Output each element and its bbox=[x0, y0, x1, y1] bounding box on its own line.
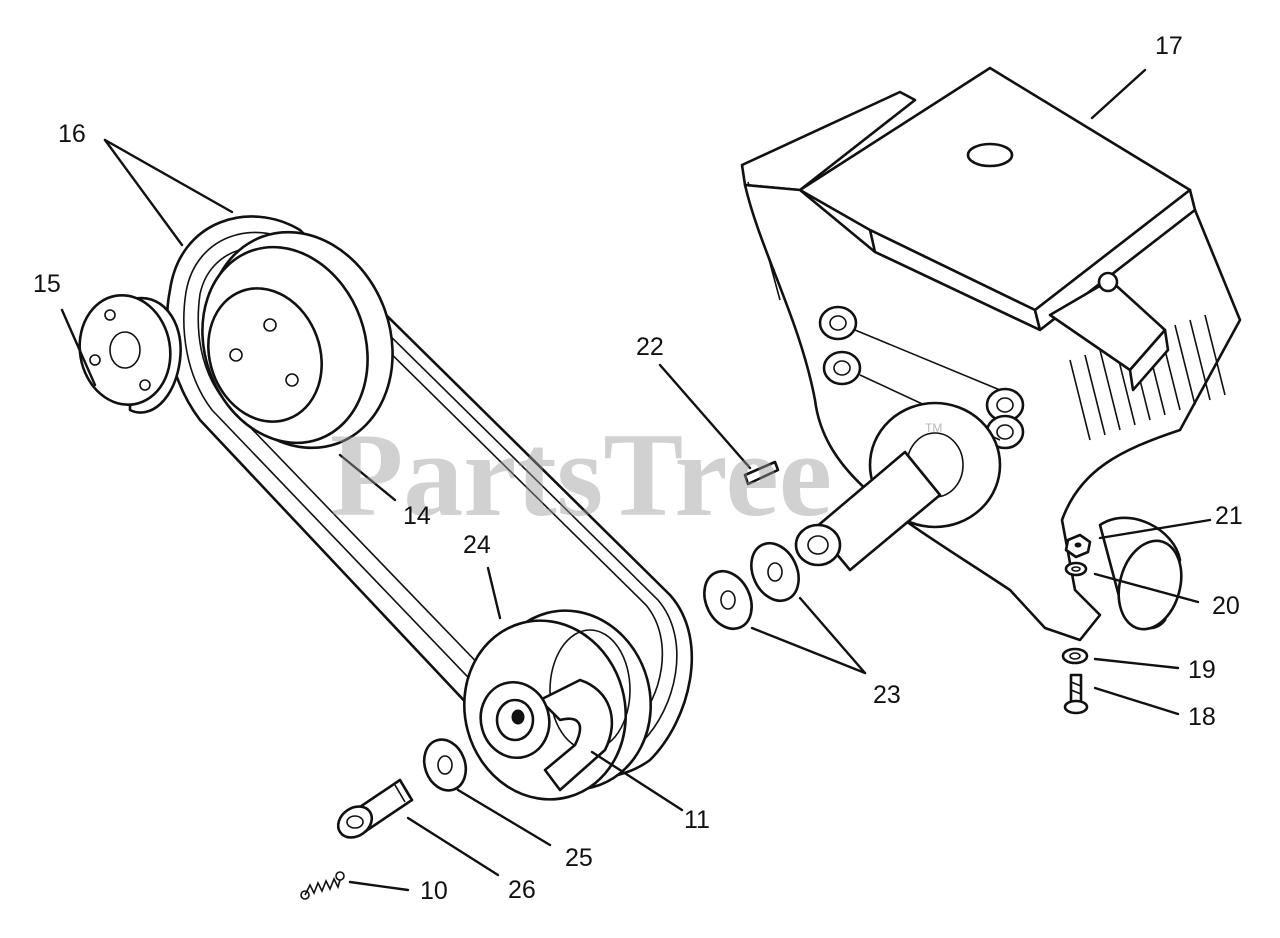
callout-15: 15 bbox=[33, 270, 61, 298]
callout-11: 11 bbox=[684, 806, 710, 834]
washer-part-19[interactable] bbox=[1061, 647, 1089, 665]
callout-14: 14 bbox=[403, 502, 431, 530]
washers-part-23[interactable] bbox=[695, 536, 807, 637]
callout-24: 24 bbox=[463, 531, 491, 559]
washer-part-20[interactable] bbox=[1064, 561, 1088, 577]
leader-lines bbox=[60, 68, 1212, 892]
callout-23: 23 bbox=[873, 681, 901, 709]
watermark-text: PartsTree bbox=[330, 408, 832, 541]
callout-18: 18 bbox=[1188, 703, 1216, 731]
callout-17: 17 bbox=[1155, 32, 1183, 60]
spring-part-10[interactable] bbox=[300, 871, 345, 900]
nut-part-21[interactable] bbox=[1064, 533, 1092, 559]
callout-10: 10 bbox=[420, 877, 448, 905]
callout-20: 20 bbox=[1212, 592, 1240, 620]
watermark-trademark: TM bbox=[925, 421, 942, 435]
washer-part-25[interactable] bbox=[417, 734, 472, 797]
callout-25: 25 bbox=[565, 844, 593, 872]
key-part-22[interactable] bbox=[743, 460, 780, 486]
clutch-part-11[interactable] bbox=[538, 678, 614, 792]
callout-16: 16 bbox=[58, 120, 86, 148]
bolt-part-26[interactable] bbox=[332, 778, 414, 844]
bolt-part-18[interactable] bbox=[1063, 673, 1089, 715]
pulley-hub-part-15[interactable] bbox=[71, 288, 182, 414]
engine-housing-part-17[interactable] bbox=[740, 66, 1242, 642]
bushing bbox=[479, 680, 551, 760]
output-shaft bbox=[794, 401, 1002, 572]
upper-pulley-part-14[interactable] bbox=[176, 206, 423, 474]
callout-22: 22 bbox=[636, 333, 664, 361]
callout-21: 21 bbox=[1215, 502, 1243, 530]
callout-19: 19 bbox=[1188, 656, 1216, 684]
callout-26: 26 bbox=[508, 876, 536, 904]
